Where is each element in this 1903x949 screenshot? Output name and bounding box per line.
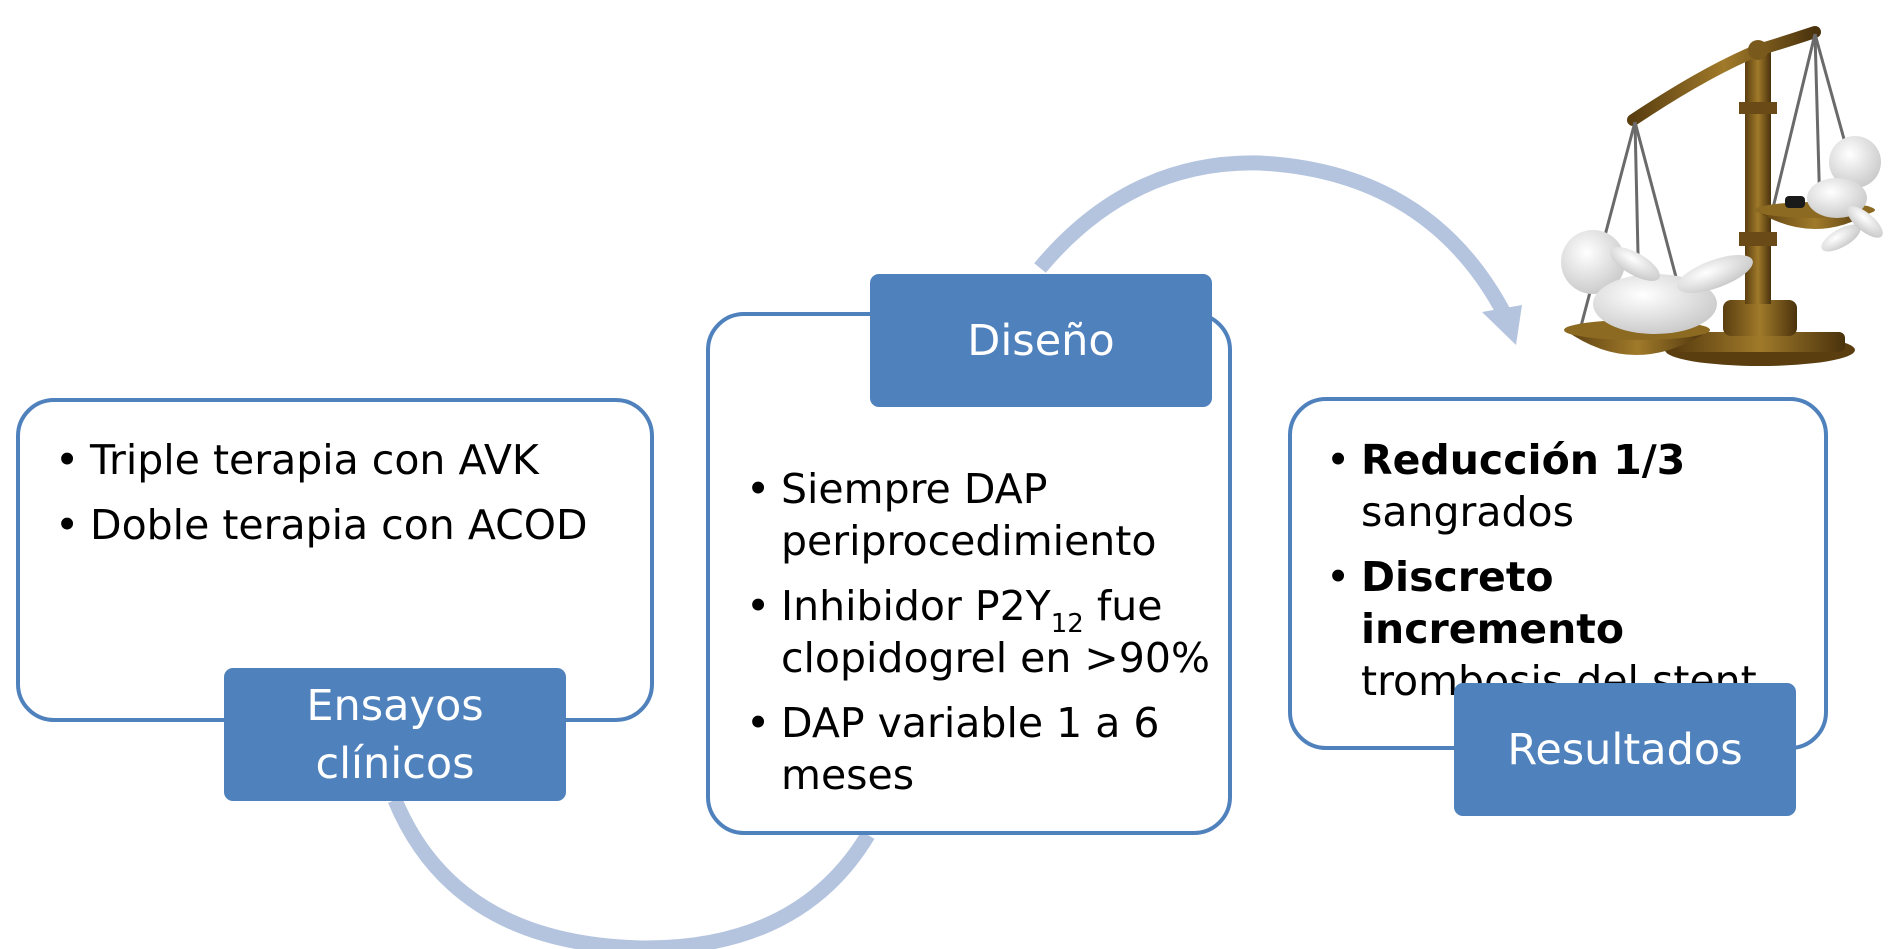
upper-arc-arrowhead (1482, 305, 1522, 345)
upper-arc-arrow (1034, 155, 1512, 319)
resultados-item-bold: Reducción 1/3 (1361, 436, 1686, 484)
ensayos-item: Doble terapia con ACOD (55, 499, 645, 551)
ensayos-title: Ensayos clínicos (306, 680, 484, 789)
resultados-item-text: sangrados (1361, 488, 1574, 536)
diseno-item: Siempre DAP periprocedimiento (746, 463, 1226, 567)
diseno-list: Siempre DAP periprocedimiento Inhibidor … (746, 463, 1226, 814)
ensayos-tab: Ensayos clínicos (224, 668, 566, 801)
diseno-tab: Diseño (870, 274, 1212, 407)
balance-scale-with-figures-icon (1561, 26, 1883, 366)
ensayos-list: Triple terapia con AVK Doble terapia con… (55, 434, 645, 564)
diseno-title: Diseño (967, 315, 1115, 366)
lower-arc-arrow (388, 797, 875, 949)
resultados-title: Resultados (1507, 724, 1743, 775)
diseno-item-post: fue clopidogrel en >90% (781, 582, 1210, 682)
diseno-item: Inhibidor P2Y12 fue clopidogrel en >90% (746, 580, 1226, 684)
resultados-item-bold: Discreto incremento (1361, 553, 1625, 653)
ensayos-item: Triple terapia con AVK (55, 434, 645, 486)
diseno-item: DAP variable 1 a 6 meses (746, 697, 1226, 801)
diseno-item-pre: Inhibidor P2Y (781, 582, 1051, 630)
resultados-tab: Resultados (1454, 683, 1796, 816)
